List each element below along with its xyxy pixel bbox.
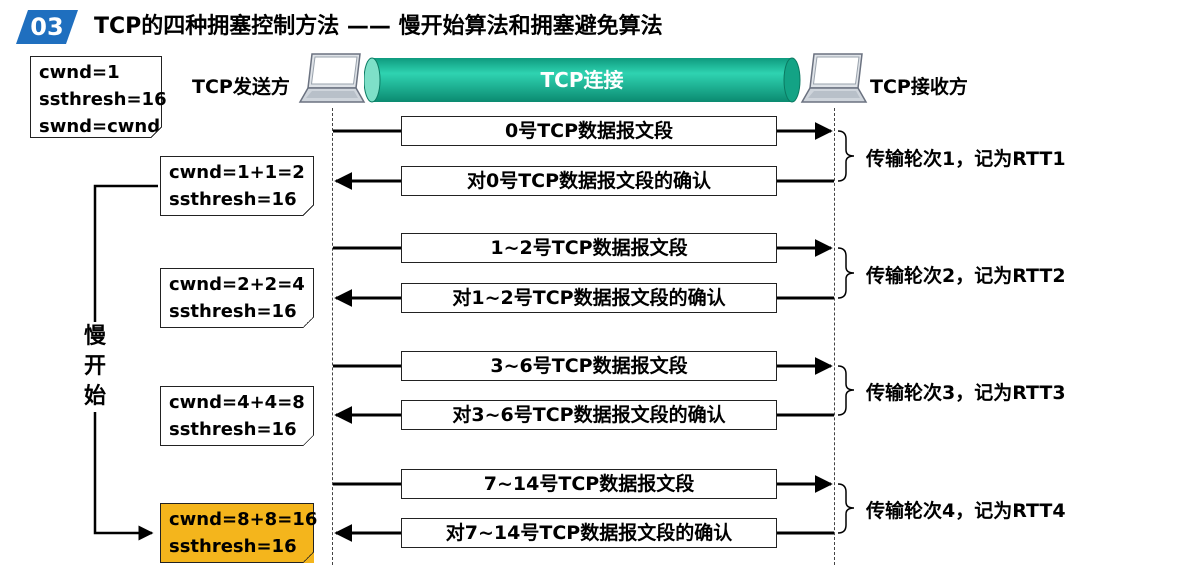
ssthresh-value: ssthresh=16 — [169, 301, 297, 322]
round-1-label: 传输轮次1，记为RTT1 — [866, 148, 1066, 170]
initial-ssthresh: ssthresh=16 — [39, 89, 167, 110]
ssthresh-value: ssthresh=16 — [169, 419, 297, 440]
ssthresh-value: ssthresh=16 — [169, 189, 297, 210]
round-4-ack-segment: 对7~14号TCP数据报文段的确认 — [401, 518, 777, 548]
round-2-state-note: cwnd=2+2=4 ssthresh=16 — [160, 268, 314, 328]
round-3-ack-segment: 对3~6号TCP数据报文段的确认 — [401, 400, 777, 430]
round-4-brace — [837, 483, 855, 534]
round-1-send-segment: 0号TCP数据报文段 — [401, 116, 777, 146]
round-1-state-note: cwnd=1+1=2 ssthresh=16 — [160, 156, 314, 216]
round-4-label: 传输轮次4，记为RTT4 — [866, 500, 1066, 522]
round-2-brace — [837, 247, 855, 299]
cwnd-value: cwnd=1+1=2 — [169, 162, 305, 183]
section-badge: 03 — [16, 10, 78, 44]
ssthresh-value: ssthresh=16 — [169, 536, 297, 557]
tcp-connection-pipe — [364, 57, 801, 103]
initial-cwnd: cwnd=1 — [39, 62, 120, 83]
round-4-state-note: cwnd=8+8=16 ssthresh=16 — [160, 503, 318, 563]
round-4-send-segment: 7~14号TCP数据报文段 — [401, 469, 777, 499]
slow-start-label: 慢开始 — [80, 322, 110, 412]
tcp-connection-label: TCP连接 — [540, 68, 624, 92]
receiver-timeline — [834, 108, 835, 565]
cwnd-value: cwnd=4+4=8 — [169, 392, 305, 413]
round-3-label: 传输轮次3，记为RTT3 — [866, 382, 1066, 404]
initial-state-note: cwnd=1 ssthresh=16 swnd=cwnd — [30, 56, 167, 138]
round-3-brace — [837, 365, 855, 416]
laptop-icon — [800, 53, 868, 103]
round-1-ack-segment: 对0号TCP数据报文段的确认 — [401, 166, 777, 196]
round-1-brace — [837, 130, 855, 182]
sender-timeline — [332, 108, 333, 565]
laptop-icon — [298, 53, 366, 103]
round-2-send-segment: 1~2号TCP数据报文段 — [401, 233, 777, 263]
round-3-state-note: cwnd=4+4=8 ssthresh=16 — [160, 386, 314, 446]
sender-label: TCP发送方 — [192, 76, 290, 98]
initial-swnd: swnd=cwnd — [39, 116, 161, 137]
cwnd-value: cwnd=2+2=4 — [169, 274, 305, 295]
page-title: TCP的四种拥塞控制方法 —— 慢开始算法和拥塞避免算法 — [94, 14, 663, 39]
round-2-label: 传输轮次2，记为RTT2 — [866, 265, 1066, 287]
receiver-label: TCP接收方 — [870, 76, 968, 98]
round-3-send-segment: 3~6号TCP数据报文段 — [401, 351, 777, 381]
round-2-ack-segment: 对1~2号TCP数据报文段的确认 — [401, 283, 777, 313]
cwnd-value: cwnd=8+8=16 — [169, 509, 318, 530]
